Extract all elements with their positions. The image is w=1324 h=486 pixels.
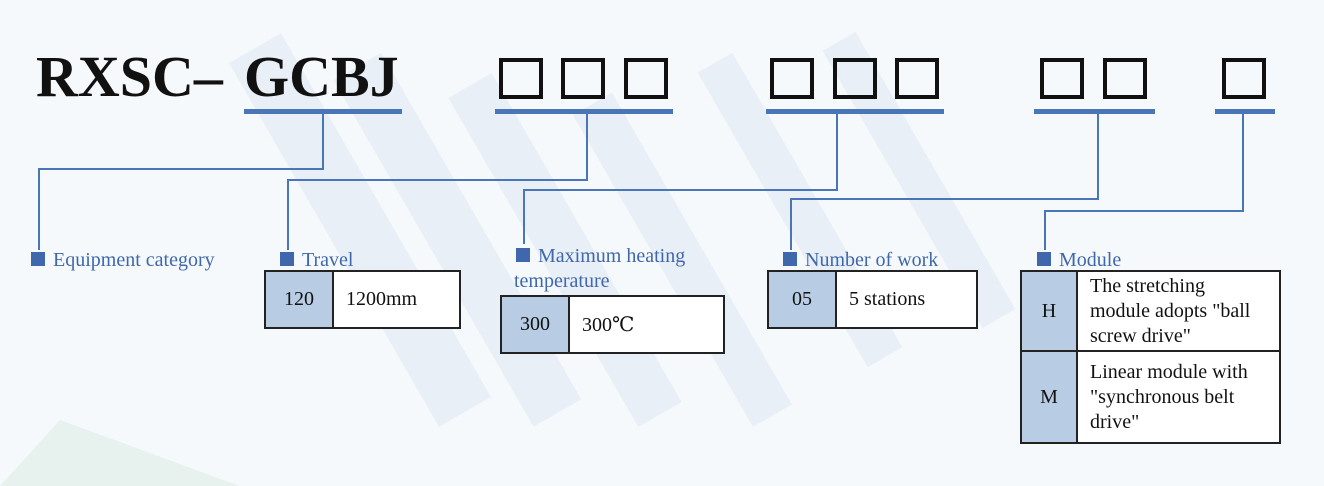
underline-work — [1034, 109, 1155, 114]
connector-equipment — [322, 114, 324, 169]
option-code: H — [1020, 270, 1078, 352]
label-number-of-work: Number of work — [783, 247, 938, 273]
connector-module — [1044, 210, 1046, 250]
bullet-square-icon — [1037, 252, 1051, 266]
option-code: 300 — [500, 295, 570, 354]
bullet-square-icon — [280, 252, 294, 266]
connector-work — [790, 198, 792, 250]
connector-travel — [287, 179, 289, 250]
placeholder-box — [561, 58, 605, 99]
option-code: 120 — [264, 270, 334, 329]
connector-travel — [287, 179, 588, 181]
label-equipment-category: Equipment category — [31, 247, 215, 273]
table-row: M Linear module with "synchronous belt d… — [1020, 350, 1281, 444]
travel-table: 120 1200mm — [264, 270, 461, 329]
work-table: 05 5 stations — [767, 270, 978, 329]
underline-code — [244, 109, 402, 114]
temperature-table: 300 300℃ — [500, 295, 725, 354]
connector-equipment — [38, 168, 324, 170]
option-desc: 5 stations — [835, 270, 978, 329]
underline-temperature — [766, 109, 944, 114]
option-desc: 1200mm — [332, 270, 461, 329]
placeholder-box — [770, 58, 814, 99]
label-temperature: Maximum heating — [516, 243, 685, 269]
option-desc: 300℃ — [568, 295, 725, 354]
connector-temperature — [523, 189, 525, 244]
underline-module — [1215, 109, 1275, 114]
connector-temperature — [836, 114, 838, 190]
table-row: 300 300℃ — [500, 295, 725, 354]
placeholder-box — [833, 58, 877, 99]
table-row: 05 5 stations — [767, 270, 978, 329]
connector-module — [1242, 114, 1244, 211]
label-module: Module — [1037, 247, 1121, 273]
table-row: 120 1200mm — [264, 270, 461, 329]
connector-work — [790, 198, 1099, 200]
connector-work — [1097, 114, 1099, 199]
label-temperature-line2: temperature — [514, 270, 610, 292]
label-text: Module — [1059, 249, 1122, 271]
label-text: Travel — [302, 249, 354, 271]
bullet-square-icon — [516, 248, 530, 262]
model-code-main: GCBJ — [244, 44, 399, 109]
label-text: Maximum heating — [538, 245, 686, 267]
label-travel: Travel — [280, 247, 353, 273]
placeholder-box — [624, 58, 668, 99]
connector-travel — [586, 114, 588, 180]
label-text: Equipment category — [53, 249, 215, 271]
placeholder-box — [895, 58, 939, 99]
placeholder-box — [1040, 58, 1084, 99]
underline-travel — [495, 109, 673, 114]
connector-module — [1044, 210, 1244, 212]
placeholder-box — [1222, 58, 1266, 99]
placeholder-box — [1103, 58, 1147, 99]
model-code-prefix: RXSC– — [36, 44, 223, 109]
bullet-square-icon — [31, 252, 45, 266]
bullet-square-icon — [783, 252, 797, 266]
option-code: 05 — [767, 270, 837, 329]
placeholder-box — [499, 58, 543, 99]
option-desc: Linear module with "synchronous belt dri… — [1076, 350, 1281, 444]
connector-equipment — [38, 168, 40, 250]
connector-temperature — [523, 189, 838, 191]
label-text: Number of work — [805, 249, 939, 271]
module-table: H The stretching module adopts "ball scr… — [1020, 270, 1281, 444]
table-row: H The stretching module adopts "ball scr… — [1020, 270, 1281, 352]
option-desc: The stretching module adopts "ball screw… — [1076, 270, 1281, 352]
option-code: M — [1020, 350, 1078, 444]
